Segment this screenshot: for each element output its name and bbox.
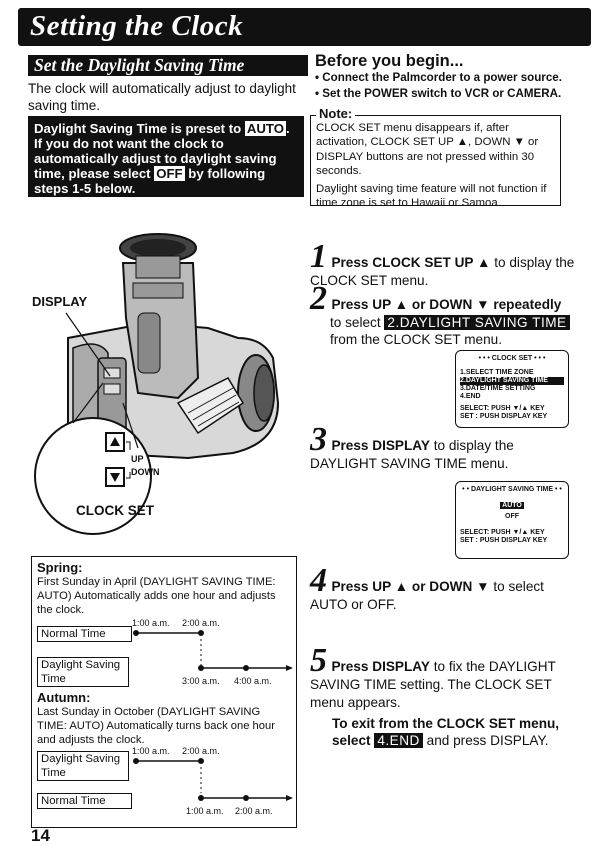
page-number: 14	[31, 826, 50, 845]
spring-normal-time: Normal Time	[37, 626, 132, 642]
spring-heading: Spring:	[37, 560, 83, 575]
step-text: to select AUTO or OFF.	[310, 579, 544, 612]
autumn-text: Last Sunday in October (DAYLIGHT SAVING …	[37, 706, 275, 746]
before-title: Before you begin...	[315, 52, 464, 70]
page-title: Setting the Clock	[30, 10, 244, 42]
step-number: 1	[310, 238, 327, 275]
time-diagram	[133, 630, 293, 801]
step-bold: Press UP ▲ or DOWN ▼	[331, 579, 490, 594]
step-bold: Press UP ▲ or DOWN ▼ repeatedly	[331, 297, 562, 312]
lcd-select: SELECT: PUSH ▼/▲ KEY	[460, 405, 545, 412]
autumn-t2: 2:00 a.m.	[182, 746, 220, 756]
lcd-item: 3.DATE/TIME SETTING	[460, 385, 536, 392]
step-bold: Press CLOCK SET UP ▲	[331, 255, 491, 270]
seasonal-box	[31, 556, 297, 828]
lcd-title: • • • CLOCK SET • • •	[478, 355, 546, 362]
spring-t2: 2:00 a.m.	[182, 618, 220, 628]
autumn-heading: Autumn:	[37, 690, 91, 705]
autumn-t4: 2:00 a.m.	[235, 806, 273, 816]
spring-t1: 1:00 a.m.	[132, 618, 170, 628]
step-number: 3	[310, 421, 327, 458]
lcd-set: SET : PUSH DISPLAY KEY	[460, 537, 548, 544]
step-text: from the CLOCK SET menu.	[330, 332, 502, 347]
before-item: • Connect the Palmcorder to a power sour…	[315, 71, 562, 84]
note-paragraph: CLOCK SET menu disappears if, after acti…	[316, 122, 539, 178]
step-text: to select	[330, 315, 381, 330]
off-tag: OFF	[154, 166, 185, 181]
step-5: 5 Press DISPLAY to fix the DAYLIGHT SAVI…	[310, 644, 580, 712]
step-3: 3 Press DISPLAY to display the DAYLIGHT …	[310, 423, 580, 473]
note-box	[310, 115, 561, 206]
clock-set-label: CLOCK SET	[76, 503, 155, 518]
step-text: to display the CLOCK SET menu.	[310, 255, 575, 288]
before-list: • Connect the Palmcorder to a power sour…	[315, 70, 605, 102]
title-bar: Setting the Clock	[18, 8, 591, 46]
spring-text: First Sunday in April (DAYLIGHT SAVING T…	[37, 576, 276, 616]
step-number: 4	[310, 562, 327, 599]
auto-tag: AUTO	[244, 121, 286, 136]
notice-line2: If you do not want the clock to automati…	[34, 136, 277, 181]
lcd-item-selected: 2.DAYLIGHT SAVING TIME	[460, 377, 564, 385]
step-bold: Press DISPLAY	[331, 659, 430, 674]
lcd-clock-set-menu: • • • CLOCK SET • • • 1.SELECT TIME ZONE…	[455, 350, 569, 428]
exit-highlight: 4.END	[374, 733, 423, 748]
step-2: 2 Press UP ▲ or DOWN ▼ repeatedly to sel…	[310, 282, 585, 348]
preset-notice: Daylight Saving Time is preset to AUTO. …	[28, 116, 304, 197]
lcd-select: SELECT: PUSH ▼/▲ KEY	[460, 529, 545, 536]
spring-t3: 3:00 a.m.	[182, 676, 220, 686]
before-item: • Set the POWER switch to VCR or CAMERA.	[315, 87, 562, 100]
autumn-dst-label: Daylight Saving Time	[37, 751, 129, 781]
autumn-normal-time: Normal Time	[37, 793, 132, 809]
down-label: DOWN	[131, 467, 160, 477]
lcd-auto-option: AUTO	[500, 502, 524, 509]
step-4: 4 Press UP ▲ or DOWN ▼ to select AUTO or…	[310, 564, 580, 614]
up-label: UP	[131, 454, 144, 464]
lcd-dst-menu: • • DAYLIGHT SAVING TIME • • AUTO OFF SE…	[455, 481, 569, 559]
step-number: 5	[310, 642, 327, 679]
step-highlight: 2.DAYLIGHT SAVING TIME	[384, 315, 570, 330]
lcd-set: SET : PUSH DISPLAY KEY	[460, 413, 548, 420]
lcd-item: 1.SELECT TIME ZONE	[460, 369, 534, 376]
note-paragraph: Daylight saving time feature will not fu…	[316, 182, 547, 210]
step-text: to fix the DAYLIGHT SAVING TIME setting.…	[310, 659, 556, 710]
note-title: Note:	[316, 106, 356, 121]
exit-text: and press DISPLAY.	[426, 733, 549, 748]
step-text: to display the DAYLIGHT SAVING TIME menu…	[310, 438, 514, 471]
lcd-title: • • DAYLIGHT SAVING TIME • •	[462, 486, 562, 493]
autumn-t3: 1:00 a.m.	[186, 806, 224, 816]
exit-bold: To exit from the CLOCK SET menu, select	[332, 716, 560, 748]
intro-text: The clock will automatically adjust to d…	[28, 81, 296, 113]
notice-line1: Daylight Saving Time is preset to	[34, 121, 242, 136]
notice-line3: by following steps 1-5 below.	[34, 166, 266, 196]
autumn-t1: 1:00 a.m.	[132, 746, 170, 756]
step-number: 2	[310, 280, 327, 317]
display-label: DISPLAY	[32, 294, 88, 309]
section-heading: Set the Daylight Saving Time	[28, 55, 308, 76]
exit-instructions: To exit from the CLOCK SET menu, select …	[332, 715, 572, 749]
spring-dst-label: Daylight Saving Time	[37, 657, 129, 687]
spring-t4: 4:00 a.m.	[234, 676, 272, 686]
step-1: 1 Press CLOCK SET UP ▲ to display the CL…	[310, 240, 580, 290]
note-text: CLOCK SET menu disappears if, after acti…	[316, 121, 556, 210]
camera-illustration	[34, 233, 280, 535]
lcd-off-option: OFF	[505, 513, 519, 520]
lcd-item: 4.END	[460, 393, 481, 400]
step-bold: Press DISPLAY	[331, 438, 430, 453]
